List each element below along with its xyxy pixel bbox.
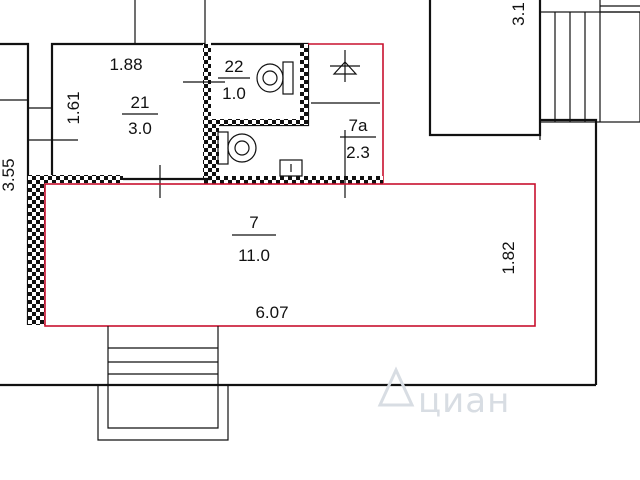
room-7a-number: 7a [349,116,368,135]
room-7a-area: 2.3 [346,143,370,162]
entrance-steps [97,326,229,441]
toilet-icon-7a [217,131,257,165]
room-21-walls [50,0,207,178]
dim-right-182: 1.82 [499,241,518,274]
wall-21-7 [28,165,211,325]
dim-left-355: 3.55 [0,158,18,191]
room-7a-walls [211,43,384,198]
stair-block-top-right [428,0,640,137]
watermark-logo: циан [377,366,510,421]
dimension-ticks [28,81,225,141]
room-7-outline [44,183,536,327]
room-22-number: 22 [225,57,244,76]
hatch-wall-21-22 [203,44,211,184]
room-7-number: 7 [249,213,258,232]
toilet-icon-22 [256,61,294,95]
room-22-walls [211,42,310,127]
room-21-area: 3.0 [128,119,152,138]
room-21-number: 21 [131,93,150,112]
outer-walls [0,42,598,387]
dim-bottom-607: 6.07 [255,303,288,322]
dim-left-161: 1.61 [64,91,83,124]
lamp-icon-7a [330,50,360,82]
room-7-area: 11.0 [238,246,270,265]
dim-corner-31: 3.1 [509,2,528,26]
dim-top-188: 1.88 [109,55,142,74]
room-22-area: 1.0 [222,84,246,103]
watermark-text: циан [418,381,510,421]
sink-icon-7a [279,159,303,177]
